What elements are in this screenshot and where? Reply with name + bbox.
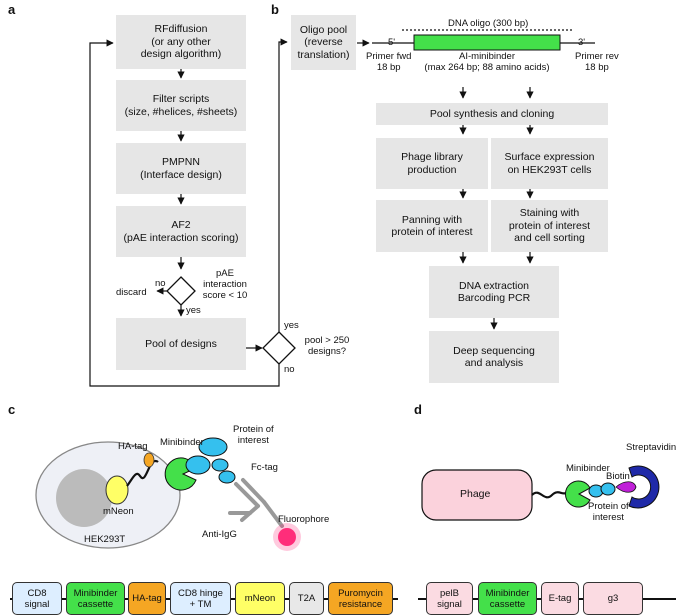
step-pmpnn: PMPNN (Interface design)	[116, 143, 246, 194]
biotin-shape	[615, 481, 637, 493]
fluorophore-label: Fluorophore	[278, 514, 330, 525]
dna-oligo-label: DNA oligo (300 bp)	[448, 18, 529, 29]
panel-b-arrows	[459, 87, 534, 330]
phage-library-box: Phage library production	[376, 138, 488, 189]
decision-pae-diamond	[166, 276, 196, 306]
step-pool-of-designs: Pool of designs	[116, 318, 246, 370]
fc-tag-shape-2	[218, 470, 236, 484]
staining-box: Staining with protein of interest and ce…	[491, 200, 608, 252]
panel-label-b: b	[271, 2, 279, 17]
cassette-pelb-signal: pelB signal	[426, 582, 473, 615]
minibinder-oligo-label: AI-minibinder (max 264 bp; 88 amino acid…	[424, 51, 550, 73]
discard-label: discard	[116, 287, 147, 298]
cassette-e-tag: E-tag	[541, 582, 579, 615]
decision-pool-diamond	[262, 331, 296, 365]
cassette-t2a: T2A	[289, 582, 324, 615]
protein-of-interest-label-c: Protein of interest	[233, 424, 274, 446]
fluorophore	[278, 528, 296, 546]
panning-box: Panning with protein of interest	[376, 200, 488, 252]
oligo-pool-box: Oligo pool (reverse translation)	[291, 15, 356, 70]
anti-igg-antibody	[228, 478, 284, 528]
cassette-minibinder-d: Minibinder cassette	[478, 582, 537, 615]
ha-tag-shape	[143, 452, 155, 468]
decision-pool-no: no	[284, 364, 295, 375]
hek293t-label: HEK293T	[84, 534, 126, 545]
decision-pae-no: no	[155, 278, 166, 289]
pool-synthesis-box: Pool synthesis and cloning	[376, 103, 608, 125]
sequencing-box: Deep sequencing and analysis	[429, 331, 559, 383]
phage-tether	[531, 491, 567, 499]
streptavidin-label: Streptavidin	[626, 442, 677, 453]
cassette-cd8-hinge: CD8 hinge + TM	[170, 582, 231, 615]
panel-label-a: a	[8, 2, 16, 17]
anti-igg-label: Anti-IgG	[202, 529, 237, 540]
cassette-ha-tag: HA-tag	[128, 582, 166, 615]
three-prime-label: 3'	[578, 37, 586, 48]
surface-expression-box: Surface expression on HEK293T cells	[491, 138, 608, 189]
minibinder-oligo-segment	[413, 34, 561, 51]
cassette-g3: g3	[583, 582, 643, 615]
protein-of-interest-shape-d2	[600, 482, 616, 496]
primer-rev-label: Primer rev 18 bp	[575, 51, 619, 73]
five-prime-label: 5'	[388, 37, 396, 48]
primer-fwd-label: Primer fwd 18 bp	[366, 51, 412, 73]
biotin-label: Biotin	[606, 471, 630, 482]
decision-pae-yes: yes	[186, 305, 201, 316]
decision-pool-yes: yes	[284, 320, 299, 331]
decision-pool-question: pool > 250 designs?	[304, 335, 350, 357]
dna-oligo-diagram	[357, 29, 595, 51]
streptavidin-shape	[628, 465, 660, 509]
cassette-mneon: mNeon	[235, 582, 285, 615]
tether-line	[126, 459, 159, 487]
step-filter-scripts: Filter scripts (size, #helices, #sheets)	[116, 80, 246, 131]
step-rfdiffusion: RFdiffusion (or any other design algorit…	[116, 15, 246, 69]
ha-tag-label: HA-tag	[118, 441, 148, 452]
panel-label-d: d	[414, 402, 422, 417]
minibinder-shape-d	[564, 480, 591, 508]
protein-of-interest-shape	[185, 455, 211, 475]
mneon-label: mNeon	[103, 506, 134, 517]
panel-d-illustration	[421, 465, 660, 521]
cassette-minibinder-c: Minibinder cassette	[66, 582, 125, 615]
mneon-protein	[105, 475, 129, 505]
protein-of-interest-top	[198, 437, 228, 457]
cassette-puromycin: Puromycin resistance	[328, 582, 393, 615]
step-af2: AF2 (pAE interaction scoring)	[116, 206, 246, 257]
minibinder-label-d: Minibinder	[566, 463, 610, 474]
dna-extraction-box: DNA extraction Barcoding PCR	[429, 266, 559, 318]
minibinder-label-c: Minibinder	[160, 437, 204, 448]
panel-c-illustration	[35, 437, 301, 551]
decision-pae-question: pAE interaction score < 10	[202, 268, 248, 301]
protein-of-interest-label-d: Protein of interest	[588, 501, 629, 523]
nucleus	[56, 469, 112, 527]
fc-tag-shape-1	[211, 458, 229, 472]
cassette-cd8-signal: CD8 signal	[12, 582, 62, 615]
fc-tag-label: Fc-tag	[251, 462, 278, 473]
phage-label: Phage	[460, 488, 491, 500]
panel-label-c: c	[8, 402, 16, 417]
